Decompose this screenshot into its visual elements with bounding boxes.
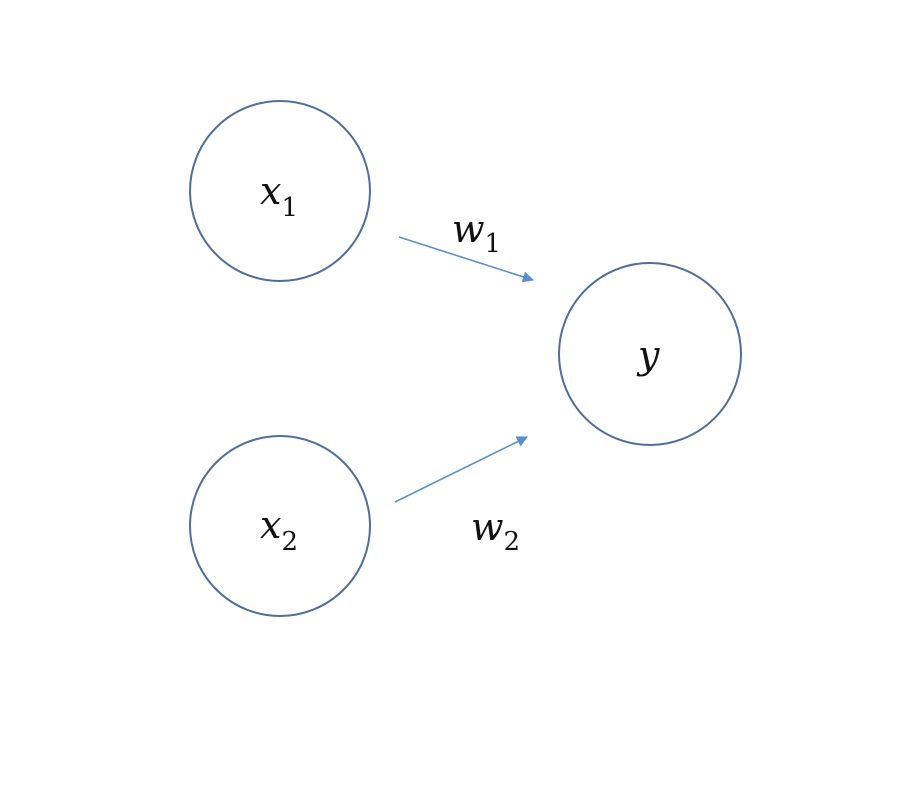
edge-w1-subscript: 1 [485, 229, 502, 259]
node-y-label: y [636, 333, 660, 377]
edge-w2-label: w2 [471, 505, 520, 557]
node-x1-label: x1 [260, 169, 298, 223]
edge-w1-arrow [398, 236, 535, 283]
node-x2: x2 [189, 435, 371, 617]
node-x1-circle [189, 100, 371, 282]
edge-w2-subscript: 2 [504, 527, 521, 557]
node-y-circle [558, 262, 742, 446]
node-x1: x1 [189, 100, 371, 282]
node-x2-symbol: x [260, 503, 281, 547]
node-x2-circle [189, 435, 371, 617]
edge-w2-arrow [394, 436, 529, 503]
edge-w1-label: w1 [452, 207, 501, 259]
edge-w1: w1 [398, 207, 535, 283]
node-y: y [558, 262, 742, 446]
edge-w2: w2 [394, 436, 529, 557]
edge-w2-symbol: w [471, 505, 504, 549]
edge-w1-symbol: w [452, 207, 485, 251]
node-x1-symbol: x [260, 169, 281, 213]
node-x1-subscript: 1 [281, 193, 298, 223]
node-x2-subscript: 2 [281, 527, 298, 557]
node-x2-label: x2 [260, 503, 298, 557]
